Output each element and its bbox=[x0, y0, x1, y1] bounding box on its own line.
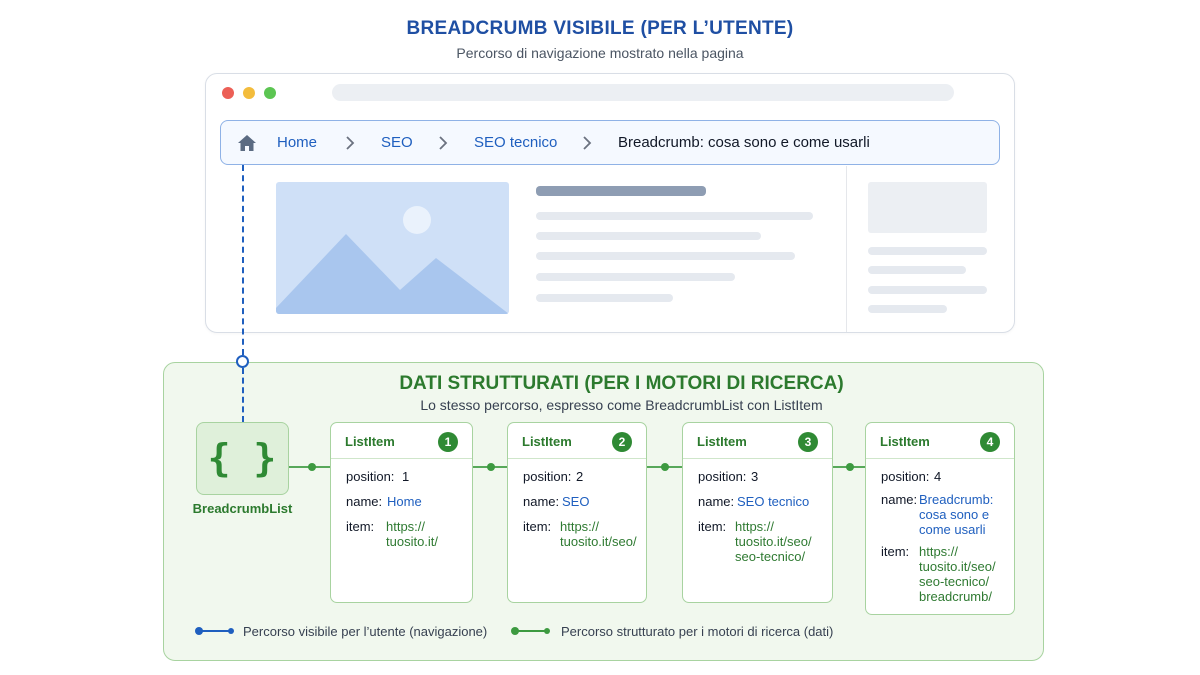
sidebar-block-placeholder bbox=[868, 182, 987, 233]
connector-dot bbox=[487, 463, 495, 471]
name-value-line: Breadcrumb: bbox=[919, 492, 994, 507]
position-key: position: bbox=[881, 469, 930, 484]
breadcrumblist-label: BreadcrumbList bbox=[192, 501, 293, 516]
structured-data-subtitle: Lo stesso percorso, espresso come Breadc… bbox=[420, 397, 823, 413]
breadcrumblist-box: { } bbox=[196, 422, 289, 495]
breadcrumb-bar: Home SEO SEO tecnico Breadcrumb: cosa so… bbox=[220, 120, 1000, 165]
item-url-line: https:// bbox=[735, 519, 775, 534]
content-heading-placeholder bbox=[536, 186, 706, 196]
name-key: name: bbox=[698, 494, 735, 509]
position-value: 4 bbox=[934, 469, 942, 484]
home-icon[interactable] bbox=[237, 134, 257, 157]
breadcrumb-item-seo-tecnico[interactable]: SEO tecnico bbox=[474, 134, 558, 151]
position-value: 2 bbox=[576, 469, 584, 484]
window-close-dot bbox=[222, 87, 234, 99]
visible-breadcrumb-subtitle: Percorso di navigazione mostrato nella p… bbox=[456, 45, 744, 61]
content-line-placeholder bbox=[536, 212, 813, 220]
listitem-card-1: ListItem 1 position: 1 name: Home item: … bbox=[330, 422, 473, 603]
address-bar bbox=[332, 84, 954, 101]
position-key: position: bbox=[523, 469, 572, 484]
position-key: position: bbox=[698, 469, 747, 484]
breadcrumb-item-home[interactable]: Home bbox=[277, 134, 318, 151]
name-value: Home bbox=[387, 494, 422, 509]
item-url-line: tuosito.it/seo/ bbox=[919, 559, 996, 574]
item-url-line: tuosito.it/seo/ bbox=[560, 534, 637, 549]
name-key: name: bbox=[523, 494, 560, 509]
item-url-line: seo-tecnico/ bbox=[735, 549, 806, 564]
position-value: 1 bbox=[402, 469, 410, 484]
position-badge: 2 bbox=[612, 432, 632, 452]
item-url-line: https:// bbox=[386, 519, 426, 534]
sidebar-line-placeholder bbox=[868, 286, 987, 294]
content-line-placeholder bbox=[536, 252, 795, 260]
position-badge: 4 bbox=[980, 432, 1000, 452]
card-title: ListItem bbox=[522, 434, 572, 449]
item-url-line: https:// bbox=[560, 519, 600, 534]
legend-visible-dot-icon bbox=[195, 627, 203, 635]
sidebar-line-placeholder bbox=[868, 266, 966, 274]
position-badge: 1 bbox=[438, 432, 458, 452]
legend-visible-dot-icon bbox=[228, 628, 234, 634]
visible-breadcrumb-title: BREADCRUMB VISIBILE (PER L’UTENTE) bbox=[406, 18, 794, 39]
item-key: item: bbox=[881, 544, 910, 559]
json-braces-icon: { } bbox=[207, 436, 277, 480]
position-badge: 3 bbox=[798, 432, 818, 452]
legend-visible-label: Percorso visibile per l’utente (navigazi… bbox=[243, 624, 488, 639]
connector-dot bbox=[308, 463, 316, 471]
window-minimize-dot bbox=[243, 87, 255, 99]
item-key: item: bbox=[346, 519, 375, 534]
item-key: item: bbox=[698, 519, 727, 534]
name-key: name: bbox=[346, 494, 383, 509]
sidebar-line-placeholder bbox=[868, 305, 947, 313]
legend-structured-dot-icon bbox=[544, 628, 550, 634]
listitem-card-2: ListItem 2 position: 2 name: SEO item: h… bbox=[507, 422, 647, 603]
card-title: ListItem bbox=[345, 434, 395, 449]
legend-visible-line-icon bbox=[196, 630, 232, 632]
visible-path-connector bbox=[242, 368, 244, 422]
card-title: ListItem bbox=[697, 434, 747, 449]
item-url-line: tuosito.it/ bbox=[386, 534, 439, 549]
content-line-placeholder bbox=[536, 273, 735, 281]
name-key: name: bbox=[881, 492, 918, 507]
connector-node bbox=[236, 355, 249, 368]
breadcrumb-item-seo[interactable]: SEO bbox=[381, 134, 413, 151]
chevron-right-icon bbox=[582, 136, 592, 155]
position-value: 3 bbox=[751, 469, 759, 484]
sidebar-line-placeholder bbox=[868, 247, 987, 255]
item-url-line: tuosito.it/seo/ bbox=[735, 534, 812, 549]
item-url-line: https:// bbox=[919, 544, 959, 559]
name-value-line: cosa sono e bbox=[919, 507, 990, 522]
card-header: ListItem 3 bbox=[683, 423, 832, 459]
visible-path-connector bbox=[242, 165, 244, 355]
card-header: ListItem 1 bbox=[331, 423, 472, 459]
legend-structured-line-icon bbox=[512, 630, 548, 632]
item-url-line: seo-tecnico/ bbox=[919, 574, 990, 589]
image-placeholder-icon bbox=[276, 182, 509, 314]
connector-dot bbox=[661, 463, 669, 471]
chevron-right-icon bbox=[345, 136, 355, 155]
name-value: SEO tecnico bbox=[737, 494, 810, 509]
window-maximize-dot bbox=[264, 87, 276, 99]
card-header: ListItem 4 bbox=[866, 423, 1014, 459]
name-value-line: come usarli bbox=[919, 522, 986, 537]
content-line-placeholder bbox=[536, 294, 673, 302]
card-title: ListItem bbox=[880, 434, 930, 449]
item-key: item: bbox=[523, 519, 552, 534]
legend-structured-label: Percorso strutturato per i motori di ric… bbox=[561, 624, 834, 639]
item-url-line: breadcrumb/ bbox=[919, 589, 992, 604]
connector-dot bbox=[846, 463, 854, 471]
listitem-card-3: ListItem 3 position: 3 name: SEO tecnico… bbox=[682, 422, 833, 603]
card-header: ListItem 2 bbox=[508, 423, 646, 459]
name-value: SEO bbox=[562, 494, 590, 509]
legend-structured-dot-icon bbox=[511, 627, 519, 635]
content-line-placeholder bbox=[536, 232, 761, 240]
chevron-right-icon bbox=[438, 136, 448, 155]
position-key: position: bbox=[346, 469, 395, 484]
breadcrumb-item-current: Breadcrumb: cosa sono e come usarli bbox=[618, 134, 870, 151]
structured-data-title: DATI STRUTTURATI (PER I MOTORI DI RICERC… bbox=[399, 373, 844, 394]
sidebar-divider bbox=[846, 166, 847, 332]
listitem-card-4: ListItem 4 position: 4 name: Breadcrumb:… bbox=[865, 422, 1015, 615]
